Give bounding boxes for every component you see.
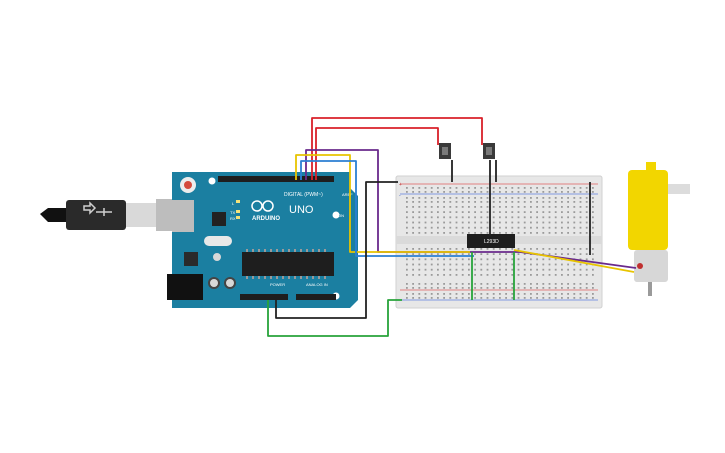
digital-header-label: DIGITAL (PWM~) <box>284 192 323 198</box>
dc-motor[interactable] <box>628 162 690 296</box>
power-rail-minus-label: - <box>399 193 401 199</box>
motor-driver-chip[interactable]: L293D <box>467 234 515 248</box>
usb-cable <box>40 199 194 231</box>
digital-header[interactable] <box>218 176 334 182</box>
arduino-logo-icon <box>251 200 274 212</box>
breadboard-holes[interactable] <box>406 187 594 299</box>
tx-label: TX <box>230 210 235 215</box>
wire-red-2 <box>311 117 483 180</box>
wire-yellow-motor <box>513 249 635 273</box>
power-header-label: POWER <box>270 282 285 287</box>
power-jack[interactable] <box>167 274 203 300</box>
power-header[interactable] <box>240 294 288 300</box>
on-label: ON <box>338 213 344 218</box>
wire-green-power <box>267 299 402 337</box>
brand-label: ARDUINO <box>252 216 280 222</box>
wire-red-1 <box>315 127 439 180</box>
push-button-1[interactable] <box>439 143 451 159</box>
l-label: L <box>232 201 235 206</box>
driver-chip-label: L293D <box>484 239 499 245</box>
microcontroller-chip <box>242 252 334 276</box>
wire-yellow <box>295 154 470 253</box>
wire-black-gnd <box>275 181 398 319</box>
wires <box>267 117 637 337</box>
analog-header-label: ANALOG IN <box>306 282 328 287</box>
aref-label: AREF <box>342 192 353 197</box>
power-rail-plus-label: + <box>399 182 402 188</box>
arduino-board[interactable]: DIGITAL (PWM~) ARDUINO UNO AREF ON L TX … <box>167 172 358 308</box>
rx-label: RX <box>230 216 236 221</box>
motor-shaft <box>668 184 690 194</box>
wire-blue <box>300 160 474 257</box>
model-label: UNO <box>289 204 314 216</box>
push-button-2[interactable] <box>483 143 495 159</box>
analog-header[interactable] <box>296 294 336 300</box>
